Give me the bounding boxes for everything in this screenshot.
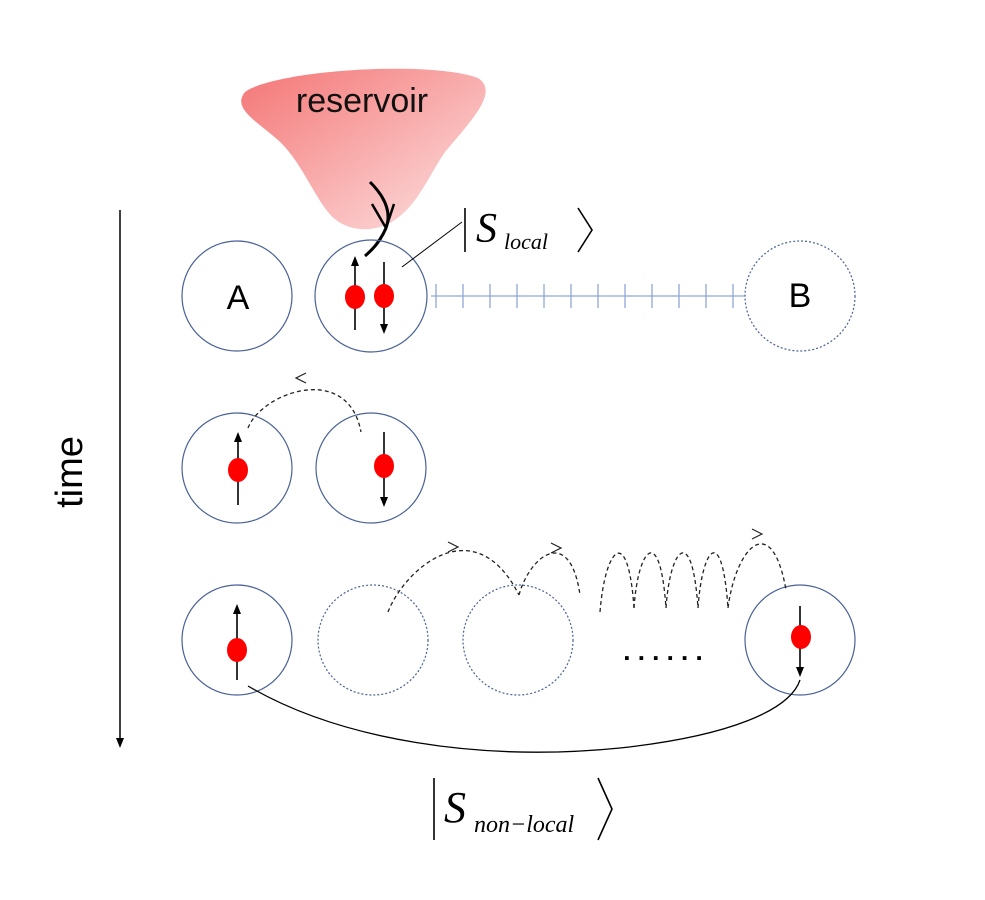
injection-arrowhead — [370, 203, 396, 232]
hop-arc-row2 — [247, 389, 362, 433]
site-row2-right — [315, 412, 427, 524]
chain-ellipsis: . . . . . . — [623, 636, 702, 666]
nonlocal-link — [247, 679, 801, 753]
site-row3-b — [744, 584, 856, 696]
electron-row3-a — [227, 638, 247, 662]
hop-arc-row2-arrowhead — [294, 372, 307, 384]
s-nonlocal-symbol: S — [444, 783, 466, 832]
electron-row2-right — [374, 454, 394, 478]
site-row3-empty-1 — [317, 584, 429, 696]
spin-up-arrowhead-row3 — [233, 604, 241, 614]
time-label: time — [49, 436, 91, 508]
s-local-symbol: S — [476, 206, 497, 252]
s-nonlocal-subscript: non−local — [474, 812, 575, 838]
chain-ticks — [435, 284, 734, 308]
hop-arc-row3-last-arrowhead — [751, 528, 764, 540]
hop-arc-row3-2-arrowhead — [550, 542, 563, 554]
site-row3-a — [181, 584, 293, 696]
electron-row3-b — [791, 625, 811, 649]
electron-up — [345, 285, 365, 309]
electron-down — [374, 284, 394, 308]
site-a-label: A — [227, 279, 250, 317]
site-b — [744, 240, 856, 352]
s-nonlocal-ket-angle — [597, 777, 613, 841]
time-axis-arrowhead — [116, 738, 124, 748]
site-local-pair — [314, 239, 428, 353]
hop-arcs-cluster — [599, 552, 729, 613]
hop-arc-row3-1-arrowhead — [447, 541, 460, 553]
s-local-pointer — [401, 221, 463, 268]
spin-down-arrowhead-row3 — [796, 667, 804, 677]
spin-up-arrowhead-row2 — [234, 432, 242, 442]
hop-arc-row3-last — [727, 543, 787, 609]
s-local-subscript: local — [504, 229, 548, 254]
hop-arc-row3-1 — [387, 549, 520, 613]
electron-row2-left — [228, 458, 248, 482]
reservoir-shape — [241, 68, 486, 230]
spin-down-arrowhead — [380, 324, 388, 334]
hop-arc-row3-2 — [518, 552, 581, 596]
spin-down-arrowhead-row2 — [380, 497, 388, 507]
s-local-ket-angle — [577, 207, 593, 253]
site-row3-empty-2 — [462, 584, 574, 696]
site-a — [181, 240, 293, 352]
reservoir-label: reservoir — [296, 82, 428, 120]
spin-up-arrowhead — [351, 256, 359, 266]
site-row2-left — [181, 412, 293, 524]
site-b-label: B — [789, 277, 812, 315]
